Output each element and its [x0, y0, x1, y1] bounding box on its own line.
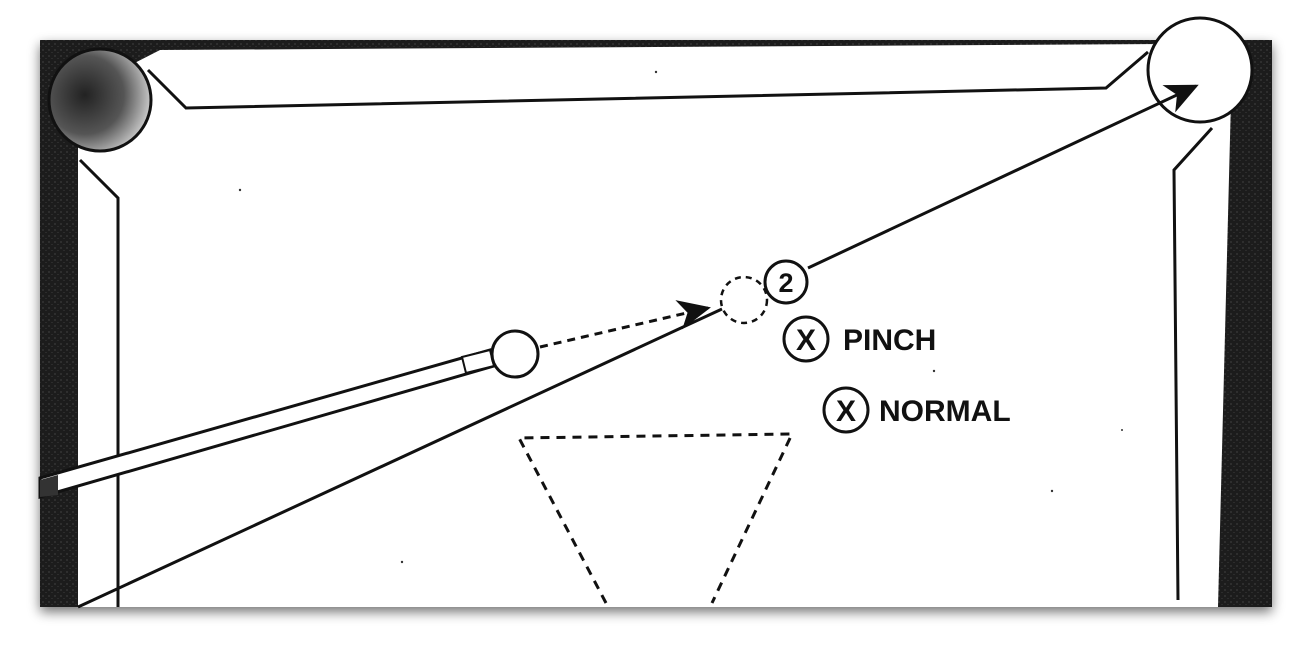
x-marker-icon	[822, 386, 870, 434]
ghost-ball	[719, 275, 769, 325]
normal-marker: X NORMAL	[822, 386, 1011, 434]
object-ball-path	[807, 84, 1199, 270]
pinch-label: PINCH	[843, 324, 936, 357]
normal-marker-symbol: X	[836, 395, 856, 428]
corner-pocket-left	[47, 47, 153, 153]
cue-ball-path	[539, 300, 711, 349]
table-surface	[78, 44, 1232, 607]
cue-ball	[490, 329, 540, 379]
object-ball-number: 2	[778, 268, 793, 298]
pinch-marker: X PINCH	[782, 315, 936, 363]
rack-triangle	[516, 432, 795, 604]
corner-pocket-right	[1146, 16, 1254, 124]
pinch-marker-symbol: X	[796, 324, 816, 357]
x-marker-icon	[782, 315, 830, 363]
object-ball: 2	[763, 259, 809, 305]
aim-line	[77, 307, 723, 609]
print-specks	[238, 70, 1123, 564]
normal-label: NORMAL	[879, 395, 1011, 428]
